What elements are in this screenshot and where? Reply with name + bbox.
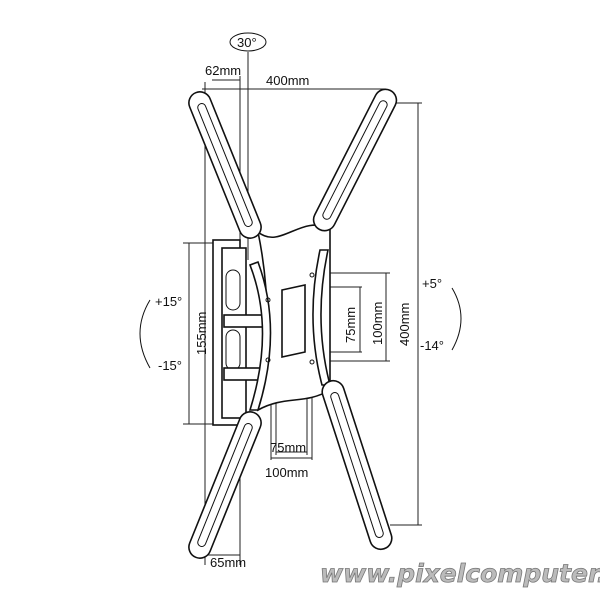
wall-plate [212,239,265,426]
vesa-h100-label: 100mm [265,465,308,480]
arm-offset-bottom-label: 65mm [210,555,246,570]
vesa-width-label: 400mm [266,73,309,88]
vesa-height-label: 400mm [397,303,412,346]
tilt-plus-label: +5° [422,276,442,291]
vesa-h75-label: 75mm [270,440,306,455]
watermark: www.pixelcomputer.hu [320,559,600,588]
swivel-angle-label: 30° [237,35,257,50]
mount-arms [188,88,398,559]
vesa-v100-label: 100mm [370,302,385,345]
tilt-minus-label: -14° [420,338,444,353]
arm-offset-top-label: 62mm [205,63,241,78]
vesa-v75-label: 75mm [343,307,358,343]
wall-plate-height-label: 155mm [194,312,209,355]
swivel-arc [139,32,462,369]
swivel-minus-label: -15° [158,358,182,373]
vesa-plate [248,224,332,412]
swivel-plus-label: +15° [155,294,182,309]
